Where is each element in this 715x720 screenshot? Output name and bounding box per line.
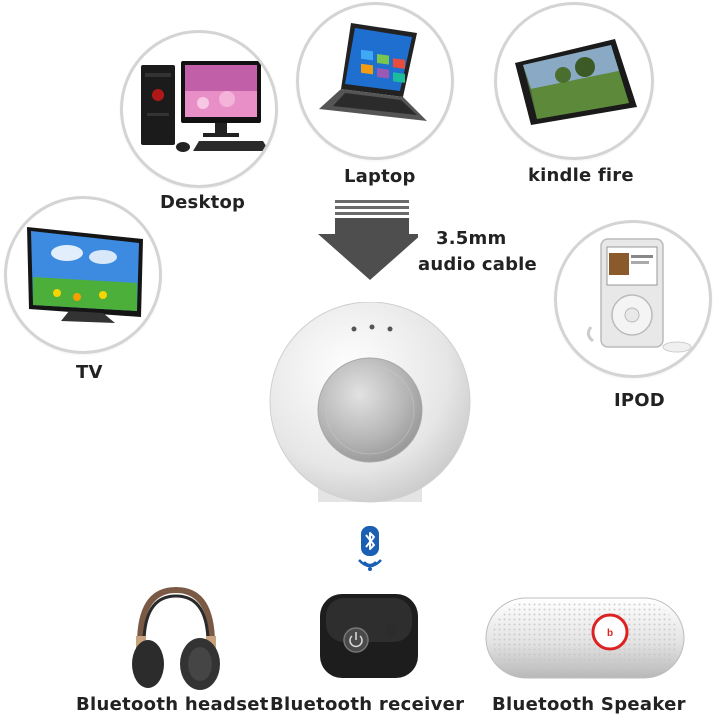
cable-label-line2: audio cable — [418, 254, 537, 275]
desktop-image — [141, 61, 269, 152]
kindle-circle — [494, 2, 654, 160]
laptop-image — [319, 23, 427, 121]
laptop-circle — [296, 2, 454, 160]
cable-label-line1: 3.5mm — [436, 228, 507, 249]
tv-label: TV — [76, 362, 103, 383]
down-arrow-icon — [318, 200, 418, 280]
ipod-image — [586, 238, 692, 353]
laptop-label: Laptop — [344, 166, 416, 187]
tv-image — [27, 227, 143, 323]
receiver-image — [320, 594, 418, 678]
ipod-label: IPOD — [614, 390, 665, 411]
receiver-label: Bluetooth receiver — [270, 694, 465, 715]
desktop-label: Desktop — [160, 192, 246, 213]
ipod-circle — [554, 220, 712, 378]
speaker-image: b — [485, 597, 685, 679]
desktop-circle — [120, 30, 278, 188]
headset-image — [132, 586, 220, 690]
bluetooth-transmitter-device — [269, 302, 471, 503]
bluetooth-icon — [361, 526, 379, 556]
kindle-image — [515, 39, 637, 125]
tv-circle — [4, 196, 162, 354]
speaker-label: Bluetooth Speaker — [492, 694, 686, 715]
kindle-label: kindle fire — [528, 165, 634, 186]
svg-text:b: b — [607, 628, 613, 639]
headset-label: Bluetooth headset — [76, 694, 269, 715]
wireless-signal-icon — [358, 559, 382, 571]
